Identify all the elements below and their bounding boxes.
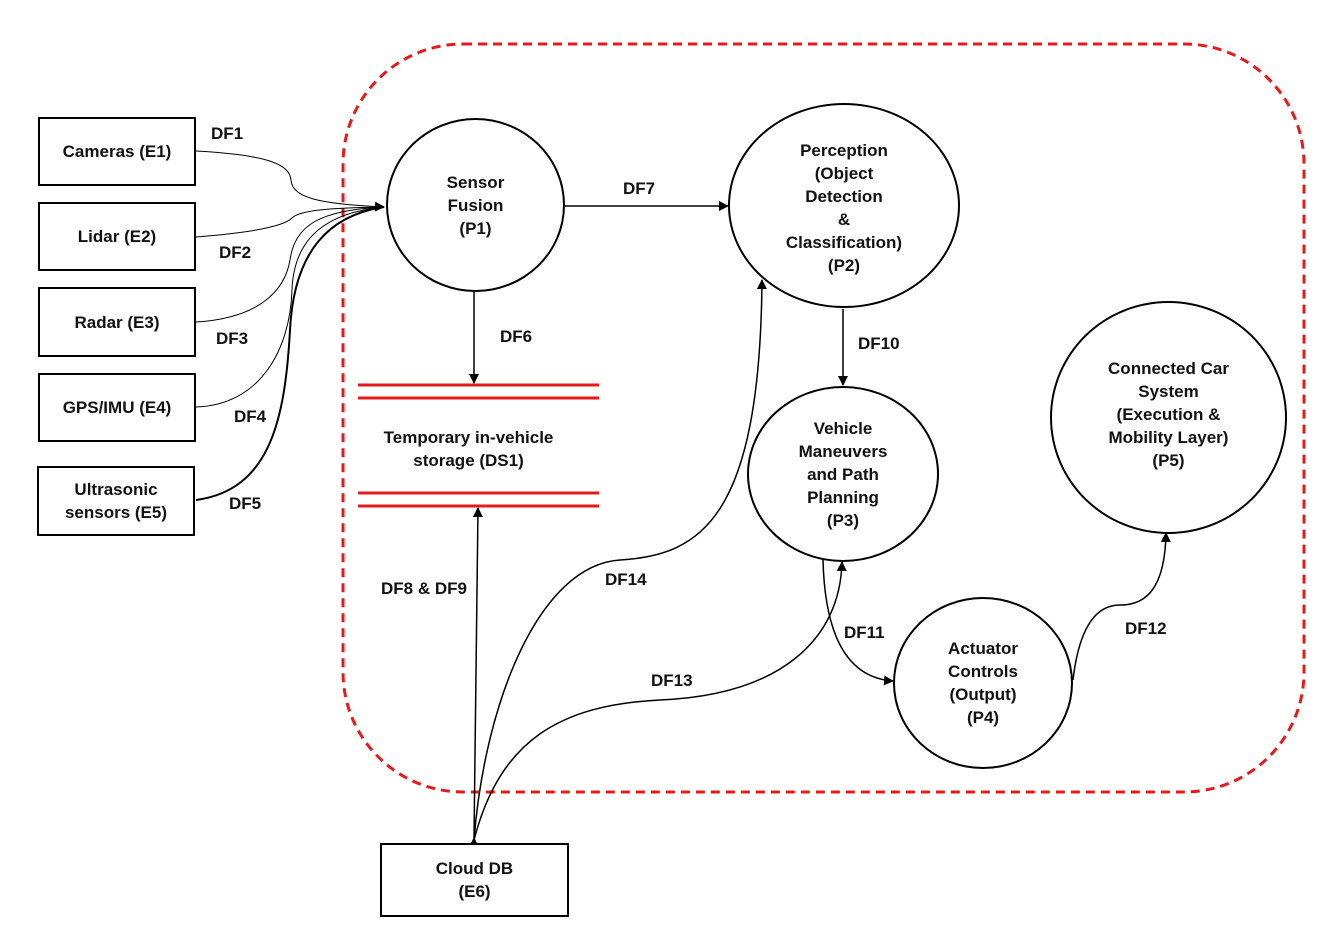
flow-df8-df9 <box>468 507 483 848</box>
entity-cameras-label: Cameras (E1) <box>62 142 172 161</box>
label-df6: DF6 <box>500 327 533 346</box>
process-actuator-controls-label: Actuator Controls (Output) (P4) <box>948 639 1018 727</box>
label-df7: DF7 <box>623 179 656 198</box>
process-actuator-controls: Actuator Controls (Output) (P4) <box>893 597 1073 769</box>
label-df10: DF10 <box>858 334 900 353</box>
label-df4: DF4 <box>234 407 267 426</box>
entity-radar-label: Radar (E3) <box>74 312 160 332</box>
entity-cloud-db: Cloud DB (E6) <box>380 843 569 917</box>
entity-radar: Radar (E3) <box>38 287 196 357</box>
flow-df13 <box>473 561 847 841</box>
label-df14: DF14 <box>605 570 647 589</box>
label-df1: DF1 <box>211 124 244 143</box>
label-df12: DF12 <box>1125 619 1167 638</box>
entity-gps-imu-label: GPS/IMU (E4) <box>62 398 172 417</box>
label-df2: DF2 <box>219 243 252 262</box>
process-connected-car: Connected Car System (Execution & Mobili… <box>1050 301 1287 534</box>
flow-df5 <box>195 206 385 501</box>
entity-cloud-db-label: Cloud DB (E6) <box>435 859 514 901</box>
flow-df4 <box>195 206 385 408</box>
process-vehicle-maneuvers-label: Vehicle Maneuvers and Path Planning (P3) <box>798 418 888 530</box>
process-perception: Perception (Object Detection & Classific… <box>728 103 960 308</box>
entity-ultrasonic: Ultrasonic sensors (E5) <box>37 466 195 536</box>
label-df13: DF13 <box>651 671 693 690</box>
entity-cameras: Cameras (E1) <box>38 117 196 186</box>
process-connected-car-label: Connected Car System (Execution & Mobili… <box>1108 359 1229 470</box>
datastore-lines <box>358 383 599 508</box>
entity-lidar-label: Lidar (E2) <box>77 227 157 246</box>
flow-df1 <box>195 150 385 212</box>
entity-lidar: Lidar (E2) <box>38 202 196 271</box>
flow-df14 <box>473 279 767 841</box>
flow-df3 <box>195 206 385 323</box>
flow-df12 <box>1072 532 1171 681</box>
label-df3: DF3 <box>216 329 249 348</box>
process-sensor-fusion: Sensor Fusion (P1) <box>386 118 565 292</box>
process-perception-label: Perception (Object Detection & Classific… <box>785 140 903 275</box>
label-df8-df9: DF8 & DF9 <box>381 579 467 598</box>
entity-ultrasonic-label: Ultrasonic sensors (E5) <box>64 480 168 522</box>
label-df5: DF5 <box>229 494 262 513</box>
label-df11: DF11 <box>844 623 885 642</box>
flow-df2 <box>195 206 385 238</box>
process-vehicle-maneuvers: Vehicle Maneuvers and Path Planning (P3) <box>747 386 939 562</box>
trust-boundary <box>341 42 1306 794</box>
datastore-temporary-storage: Temporary in-vehicle storage (DS1) <box>383 428 554 470</box>
flow-df11 <box>822 559 894 686</box>
entity-gps-imu: GPS/IMU (E4) <box>38 373 196 442</box>
process-sensor-fusion-label: Sensor Fusion (P1) <box>446 172 505 238</box>
